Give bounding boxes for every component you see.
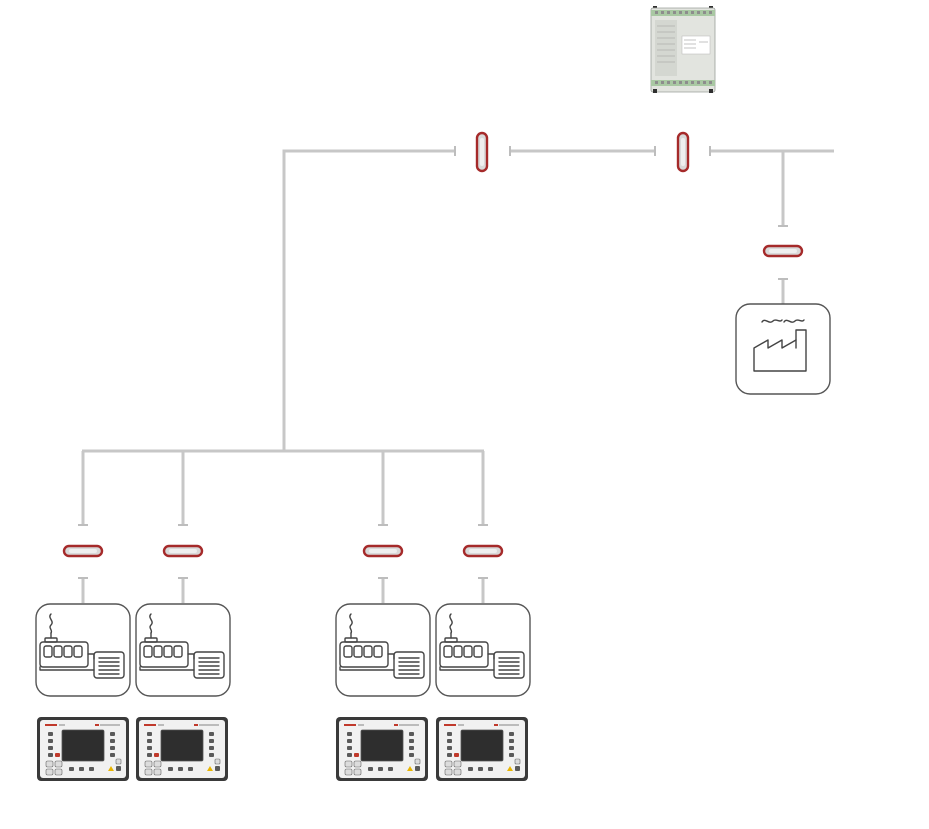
genset-3-tile[interactable] [335,603,431,697]
genset-4-tile[interactable] [435,603,531,697]
genset-icon [435,603,531,697]
genset-1-tile[interactable] [35,603,131,697]
control-panel-icon [435,716,529,782]
control-panel-icon [36,716,130,782]
genset-icon [335,603,431,697]
bus-tie-right-breaker[interactable] [676,131,690,173]
genset-icon [135,603,231,697]
gen1-breaker[interactable] [62,544,104,558]
control-panel-4[interactable] [435,716,529,782]
control-panel-3[interactable] [335,716,429,782]
wire-genbus-to-tie-left [282,149,455,450]
bus-tie-left-breaker[interactable] [475,131,489,173]
control-panel-1[interactable] [36,716,130,782]
gen4-breaker[interactable] [462,544,504,558]
wiring [78,146,834,603]
control-panel-icon [135,716,229,782]
genset-icon [35,603,131,697]
control-panel-icon [335,716,429,782]
gen3-breaker[interactable] [362,544,404,558]
control-panel-2[interactable] [135,716,229,782]
controller-module[interactable] [650,6,716,93]
gen2-breaker[interactable] [162,544,204,558]
mains-breaker[interactable] [762,244,804,258]
controller-module-icon [650,6,716,93]
mains-supply-tile[interactable] [735,303,831,395]
genset-2-tile[interactable] [135,603,231,697]
factory-icon [753,319,807,372]
